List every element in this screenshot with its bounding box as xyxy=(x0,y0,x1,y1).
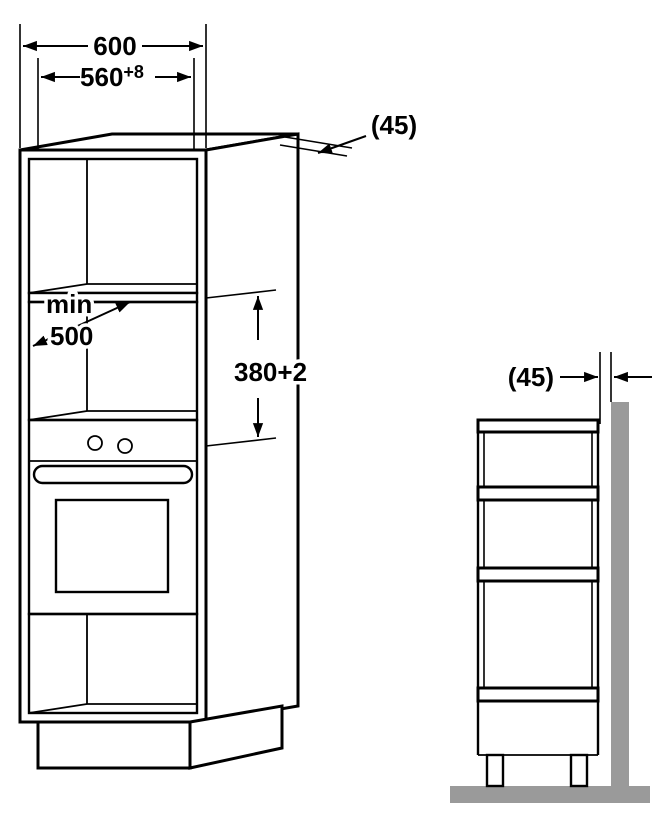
tick-line-top xyxy=(205,289,277,299)
dimension-front-panel-thickness xyxy=(317,135,367,154)
cabinet-front-face xyxy=(18,148,208,724)
min-depth-value-label: 500 xyxy=(50,321,93,351)
side-shelf-middle xyxy=(476,566,600,583)
overall-width-label: 600 xyxy=(93,31,136,61)
niche-interior-lines xyxy=(28,302,197,421)
side-shelf-upper xyxy=(476,485,600,502)
niche-width-label: 560+8 xyxy=(80,62,144,92)
side-gap-label: (45) xyxy=(508,362,554,392)
top-compartment-interior-lines xyxy=(28,159,197,294)
niche-width-tolerance: +8 xyxy=(123,62,144,82)
side-foot-right xyxy=(569,753,589,788)
wall-panel xyxy=(611,402,629,792)
side-foot-left xyxy=(485,753,505,788)
depth-arrow-front xyxy=(32,323,83,347)
bottom-compartment-opening xyxy=(27,612,199,715)
leader-arrow xyxy=(317,135,367,154)
floor-strip xyxy=(450,786,650,803)
labels: 600 560+8 (45) min 500 380+2 (45) xyxy=(43,31,555,392)
cabinet-front-view xyxy=(18,132,353,770)
depth-arrow-back xyxy=(81,301,131,325)
side-panel-edge-lines xyxy=(279,136,353,157)
dimension-overall-width xyxy=(19,24,207,148)
dimension-niche-height xyxy=(205,289,277,447)
side-top-panel xyxy=(476,418,600,434)
cabinet-side-view xyxy=(450,352,652,803)
bottom-compartment xyxy=(27,612,199,715)
oven-knob-left xyxy=(87,435,103,451)
bottom-compartment-interior-lines xyxy=(28,614,197,714)
side-bottom-panel xyxy=(476,686,600,703)
dimension-min-depth xyxy=(32,301,131,347)
plinth-front xyxy=(36,720,192,770)
cabinet-side-panel xyxy=(204,132,300,724)
panel-edge-line-outer xyxy=(284,136,353,149)
dimension-side-gap xyxy=(560,352,652,424)
dimension-niche-width xyxy=(37,58,195,150)
niche-width-value: 560 xyxy=(80,62,123,92)
oven-door-window xyxy=(54,498,170,594)
oven-knob-right xyxy=(117,438,133,454)
min-depth-word-label: min xyxy=(46,289,92,319)
panel-edge-line-inner xyxy=(279,144,348,157)
front-panel-thickness-label: (45) xyxy=(371,110,417,140)
niche-height-label: 380+2 xyxy=(234,357,307,387)
oven-handle xyxy=(32,464,194,485)
tick-line-bottom xyxy=(205,437,277,447)
